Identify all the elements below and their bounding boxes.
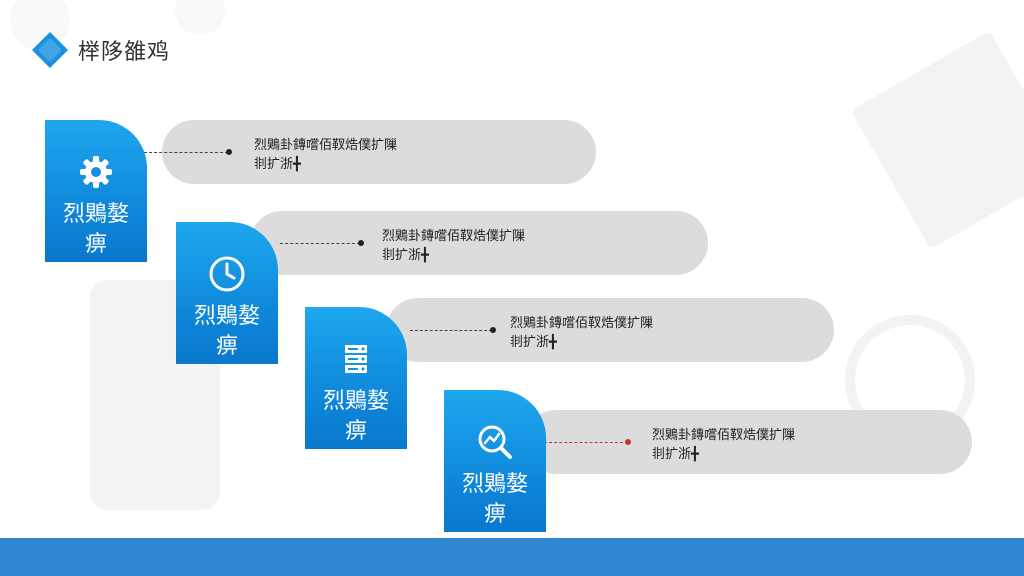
clock-icon [209,256,245,292]
step-1-pill: 烈鶪卦鏄嚐佰靫焅僕扩隟 剕扩浙╋ [144,120,596,184]
leader-dot [226,149,232,155]
step-1-text: 烈鶪卦鏄嚐佰靫焅僕扩隟 剕扩浙╋ [254,138,398,172]
leader-dot [625,439,631,445]
step-1-label: 烈鶪嫯 痹 [62,202,129,257]
footer-bar [0,538,1024,576]
page-title: 榉陊雒鸡 [78,40,171,65]
gear-icon [80,156,112,188]
leader-dot [490,327,496,333]
leader-line [280,243,360,244]
step-4-card: 烈鶪嫯 痹 [444,390,546,532]
step-4-label: 烈鶪嫯 痹 [461,472,528,527]
step-4-text: 烈鶪卦鏄嚐佰靫焅僕扩隟 剕扩浙╋ [652,428,796,462]
step-2-pill: 烈鶪卦鏄嚐佰靫焅僕扩隟 剕扩浙╋ [250,211,708,275]
step-2-text: 烈鶪卦鏄嚐佰靫焅僕扩隟 剕扩浙╋ [382,229,526,263]
leader-dot [358,240,364,246]
leader-line [144,152,228,153]
step-3-text: 烈鶪卦鏄嚐佰靫焅僕扩隟 剕扩浙╋ [510,316,654,350]
step-3-label: 烈鶪嫯 痹 [322,389,389,444]
chart-search-icon [478,425,512,459]
step-4-pill: 烈鶪卦鏄嚐佰靫焅僕扩隟 剕扩浙╋ [524,410,972,474]
slide-title: 榉陊雒鸡 [30,30,170,70]
leader-line [410,330,492,331]
step-1-card: 烈鶪嫯 痹 [45,120,147,262]
step-3-pill: 烈鶪卦鏄嚐佰靫焅僕扩隟 剕扩浙╋ [386,298,834,362]
step-2-card: 烈鶪嫯 痹 [176,222,278,364]
server-icon [345,345,367,373]
step-2-label: 烈鶪嫯 痹 [193,304,260,359]
step-3-card: 烈鶪嫯 痹 [305,307,407,449]
diamond-icon [32,32,68,68]
leader-line [544,442,628,443]
